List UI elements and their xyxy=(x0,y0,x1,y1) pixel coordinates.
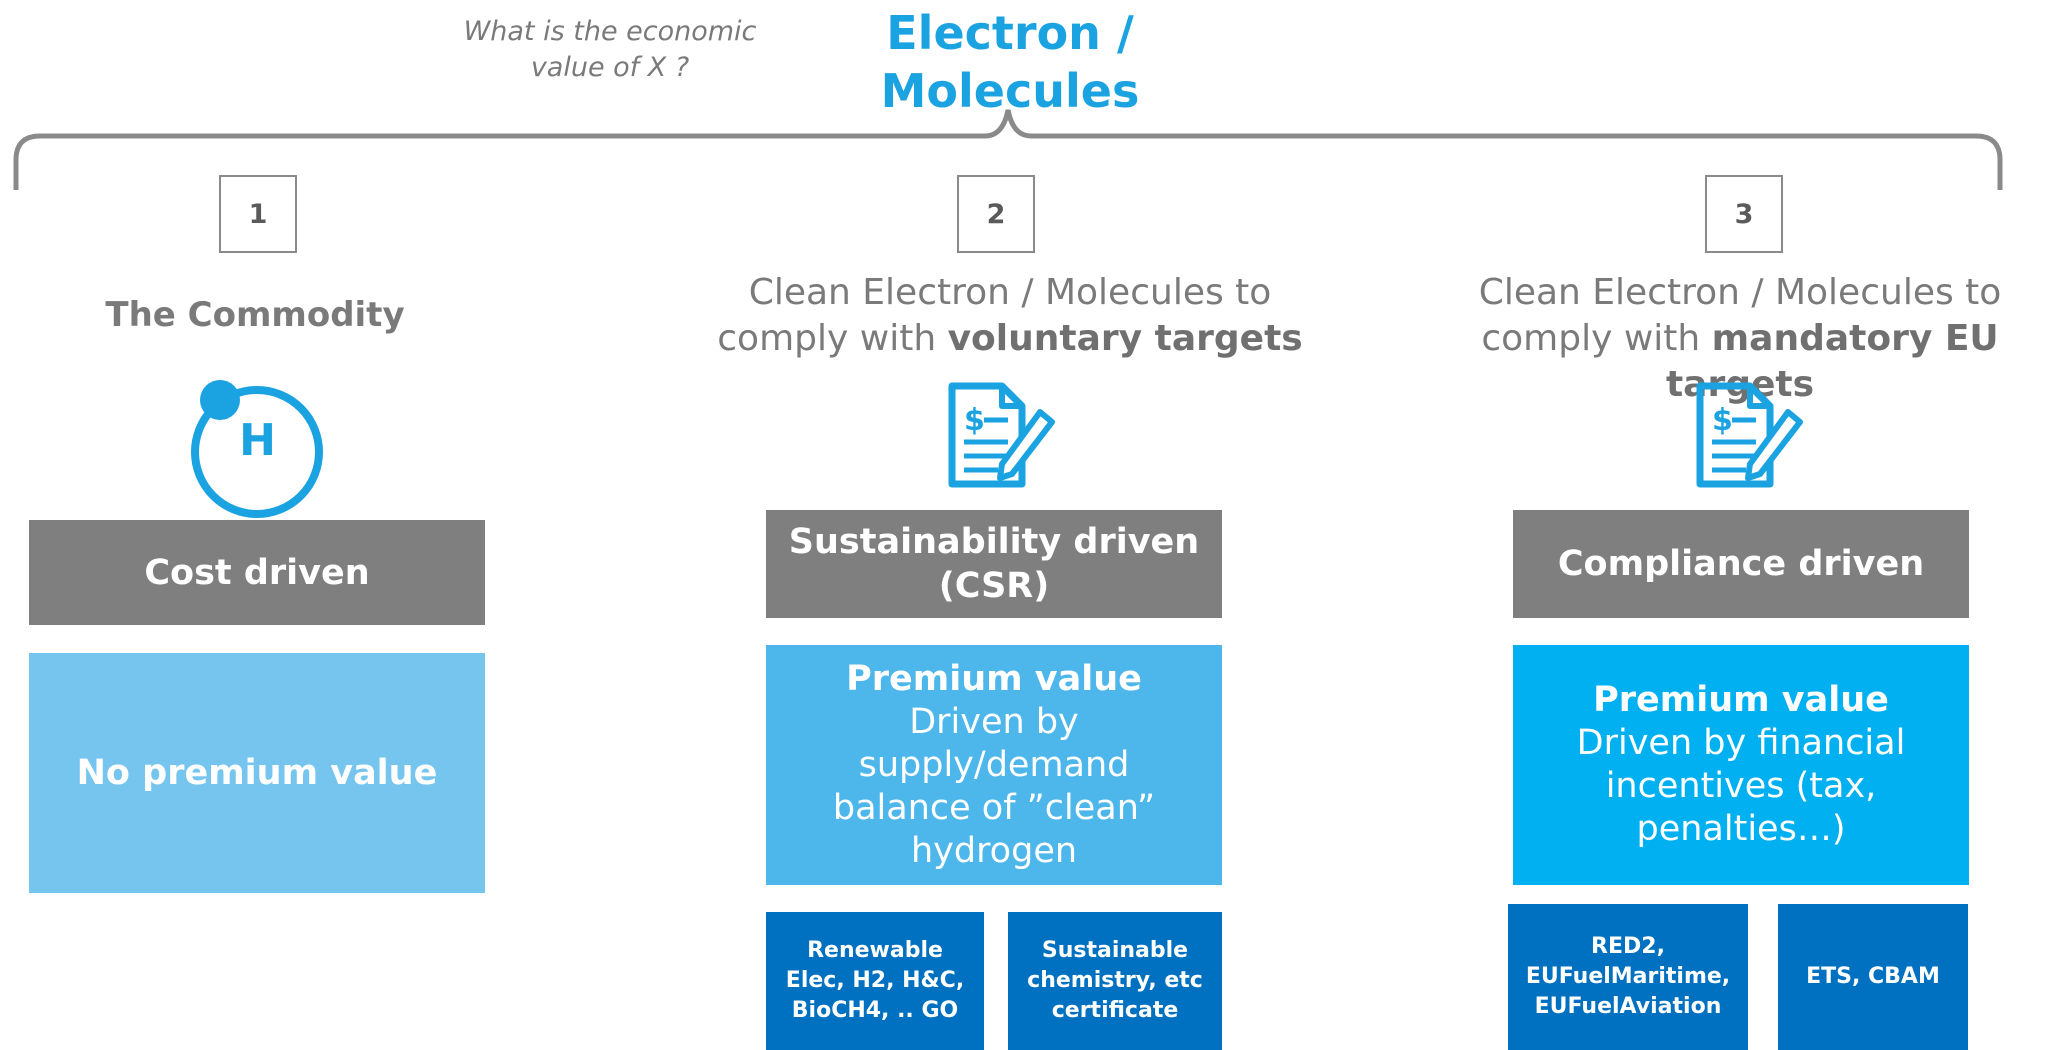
column-3-title-plain: Clean Electron / Molecules to comply wit… xyxy=(1478,272,2002,359)
hydrogen-atom-icon: H xyxy=(180,370,335,525)
column-3-title: Clean Electron / Molecules to comply wit… xyxy=(1420,270,2060,408)
svg-text:$: $ xyxy=(964,403,985,438)
invoice-pen-icon: $ xyxy=(940,378,1060,493)
certificate-box: Renewable Elec, H2, H&C, BioCH4, .. GO xyxy=(766,912,984,1050)
cost-driven-box: Cost driven xyxy=(29,520,485,625)
premium-value-heading: Premium value xyxy=(1593,680,1889,720)
no-premium-value-box: No premium value xyxy=(29,653,485,893)
main-title: Electron / Molecules xyxy=(820,4,1200,120)
compliance-driven-label: Compliance driven xyxy=(1557,544,1925,584)
no-premium-value-label: No premium value xyxy=(76,752,438,793)
certificate-label: RED2, EUFuelMaritime, EUFuelAviation xyxy=(1525,934,1731,1019)
sustainability-driven-box: Sustainability driven (CSR) xyxy=(766,510,1222,618)
premium-value-heading: Premium value xyxy=(846,658,1142,699)
premium-value-box-voluntary: Premium value Driven by supply/demand ba… xyxy=(766,645,1222,885)
certificate-box: ETS, CBAM xyxy=(1778,904,1968,1050)
column-3-title-bold: mandatory EU targets xyxy=(1665,318,1999,405)
certificate-box: RED2, EUFuelMaritime, EUFuelAviation xyxy=(1508,904,1748,1050)
certificate-label: Sustainable chemistry, etc certificate xyxy=(1027,938,1203,1023)
sustainability-driven-line2: (CSR) xyxy=(938,566,1050,606)
certificate-label: Renewable Elec, H2, H&C, BioCH4, .. GO xyxy=(785,938,965,1023)
column-1-title: The Commodity xyxy=(105,295,405,335)
premium-value-text: Driven by financial incentives (tax, pen… xyxy=(1576,723,1906,849)
premium-value-text: Driven by supply/demand balance of ”clea… xyxy=(832,701,1156,871)
cost-driven-label: Cost driven xyxy=(144,552,370,593)
curly-brace xyxy=(13,109,2003,190)
economic-value-question: What is the economic value of X ? xyxy=(463,16,757,83)
step-number-3: 3 xyxy=(1705,175,1783,253)
sustainability-driven-line1: Sustainability driven xyxy=(788,522,1200,562)
invoice-pen-icon: $ xyxy=(1688,378,1808,493)
column-2-title-plain: Clean Electron / Molecules to comply wit… xyxy=(717,272,1272,359)
certificate-box: Sustainable chemistry, etc certificate xyxy=(1008,912,1222,1050)
main-title-line1: Electron / xyxy=(886,6,1134,60)
step-number-1: 1 xyxy=(219,175,297,253)
column-2-title-bold: voluntary targets xyxy=(947,318,1303,359)
main-title-line2: Molecules xyxy=(880,64,1140,118)
compliance-driven-box: Compliance driven xyxy=(1513,510,1969,618)
step-number-2: 2 xyxy=(957,175,1035,253)
column-2-title: Clean Electron / Molecules to comply wit… xyxy=(690,270,1330,362)
premium-value-box-mandatory: Premium value Driven by financial incent… xyxy=(1513,645,1969,885)
svg-text:$: $ xyxy=(1712,403,1733,438)
hydrogen-letter: H xyxy=(239,415,276,466)
certificate-label: ETS, CBAM xyxy=(1806,964,1940,989)
